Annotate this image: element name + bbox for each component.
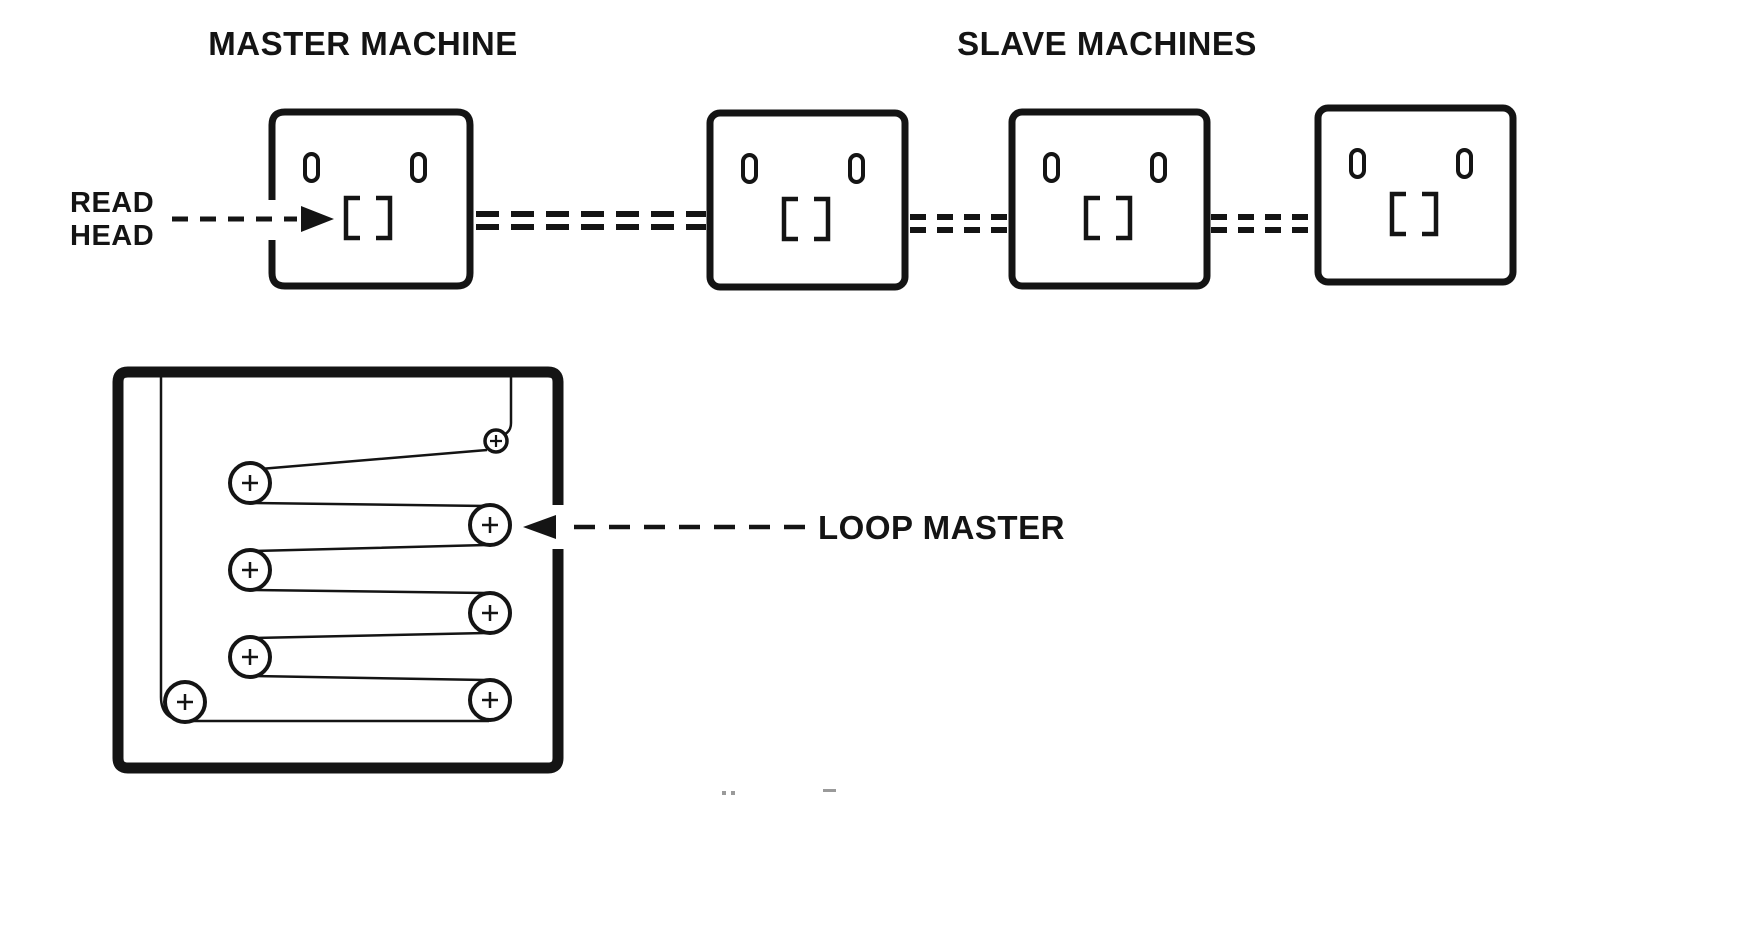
machine-body (1008, 108, 1211, 290)
read-head-label-line2: HEAD (70, 220, 154, 252)
read-head-arrow (172, 206, 334, 232)
link-slave1-to-slave2 (910, 214, 1008, 233)
roller-2-loop-master-target (468, 503, 512, 547)
arrowhead-left-icon (523, 515, 556, 539)
roller-4 (468, 591, 512, 635)
slave-machine-3 (1314, 104, 1517, 286)
roller-7-bottom-left (163, 680, 207, 724)
loop-bin-body (112, 366, 564, 774)
slave-machine-2 (1008, 108, 1211, 290)
master-machine (268, 108, 474, 290)
link-master-to-slave1 (476, 211, 706, 230)
tape-path (159, 377, 513, 723)
machine-body (706, 109, 909, 291)
read-head-label-line1: READ (70, 187, 154, 219)
roller-small-top (483, 428, 509, 454)
read-head-label: READ HEAD (70, 187, 154, 252)
loop-master-arrow (523, 515, 805, 539)
roller-1 (228, 461, 272, 505)
loop-master-label: LOOP MASTER (818, 509, 1065, 546)
title-master-machine: MASTER MACHINE (208, 25, 518, 62)
arrowhead-right-icon (301, 206, 334, 232)
slave-machine-1 (706, 109, 909, 291)
machine-body (1314, 104, 1517, 286)
scan-artifacts (722, 789, 836, 795)
roller-6 (468, 678, 512, 722)
loop-bin (112, 366, 564, 774)
roller-3 (228, 548, 272, 592)
machine-body (268, 108, 474, 290)
title-slave-machines: SLAVE MACHINES (957, 25, 1257, 62)
roller-5 (228, 635, 272, 679)
link-slave2-to-slave3 (1211, 214, 1314, 233)
